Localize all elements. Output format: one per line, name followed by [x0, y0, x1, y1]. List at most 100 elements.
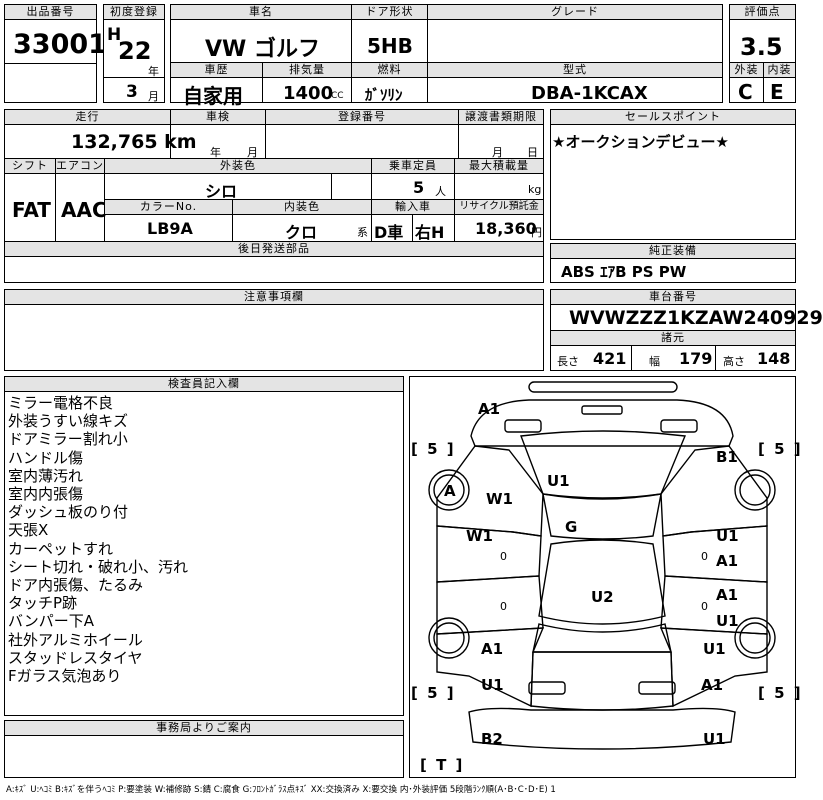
- sales-point-text: ★オークションデビュー★: [552, 133, 729, 151]
- mark-rear-bumper-right: U1: [703, 730, 726, 748]
- import-type-value: D車: [374, 223, 404, 242]
- notes-label: 注意事項欄: [5, 290, 543, 305]
- recycle-unit: 円: [531, 226, 542, 239]
- mark-right-rear-fender: U1: [703, 640, 726, 658]
- mark-roof: U2: [591, 588, 614, 606]
- door-value: 5HB: [367, 34, 413, 58]
- height-label: 高さ: [723, 355, 745, 368]
- inspector-line: ドアミラー割れ小: [8, 430, 128, 449]
- color-no-value: LB9A: [147, 219, 193, 238]
- sales-point-box: セールスポイント ★オークションデビュー★: [550, 109, 796, 240]
- era-value: H: [107, 25, 122, 45]
- int-color-unit: 系: [357, 226, 368, 239]
- import-label: 輸入車: [371, 200, 454, 215]
- mileage-label: 走行: [5, 110, 170, 125]
- legend-text: A:ｷｽﾞ U:ﾍｺﾐ B:ｷｽﾞを伴うﾍｺﾐ P:要塗装 W:補修跡 S:錆 …: [6, 785, 556, 795]
- mark-right-rear-door-a: A1: [716, 586, 739, 604]
- mark-roof-glass: G: [565, 518, 578, 536]
- recycle-label: リサイクル預託金: [454, 200, 543, 215]
- inspector-line: 外装うすい線キズ: [8, 412, 129, 431]
- mark-windshield-left: W1: [486, 490, 513, 508]
- grade-label: グレード: [427, 5, 722, 20]
- steering-value: 右H: [415, 223, 445, 242]
- inspector-line: Fガラス気泡あり: [8, 667, 122, 686]
- mileage-value: 132,765 km: [71, 131, 197, 153]
- door-zero-right-rear: 0: [701, 600, 708, 613]
- history-value: 自家用: [183, 84, 243, 108]
- inspector-line: シート切れ・破れ小、汚れ: [8, 557, 189, 576]
- notes-box: 注意事項欄: [4, 289, 544, 371]
- inspector-line: ドア内張傷、たるみ: [8, 576, 144, 595]
- aircon-label: エアコン: [55, 159, 104, 174]
- year-value: 22: [118, 37, 152, 65]
- reg-number-label: 登録番号: [265, 110, 458, 125]
- inspector-line: 天張X: [8, 521, 49, 540]
- inspector-box: 検査員記入欄: [4, 376, 404, 716]
- vin-label: 車台番号: [551, 290, 795, 305]
- ext-color-value: シロ: [205, 182, 238, 201]
- office-label: 事務局よりご案内: [5, 721, 403, 736]
- shift-value: FAT: [12, 198, 51, 222]
- int-color-value: クロ: [285, 223, 318, 242]
- shift-label: シフト: [5, 159, 55, 174]
- lot-number-label: 出品番号: [5, 5, 96, 20]
- equipment-box: 純正装備 ABS ｴｱB PS PW: [550, 243, 796, 283]
- later-parts-label: 後日発送部品: [5, 242, 543, 257]
- door-zero-right-front: 0: [701, 550, 708, 563]
- inspector-line: 社外アルミホイール: [8, 630, 143, 649]
- month-unit: 月: [148, 90, 159, 103]
- width-value: 179: [679, 349, 713, 368]
- sales-point-label: セールスポイント: [551, 110, 795, 125]
- mark-right-front-door-u: U1: [716, 527, 739, 545]
- first-registration-box: 初度登録 H 22 年 3 月: [103, 4, 165, 103]
- inspector-lines: ミラー電格不良 外装うすい線キズ ドアミラー割れ小 ハンドル傷 室内薄汚れ 室内…: [8, 394, 188, 685]
- model-label: 型式: [427, 63, 722, 78]
- exterior-label: 外装: [730, 63, 763, 78]
- width-label: 幅: [649, 355, 660, 368]
- capacity-label: 乗車定員: [371, 159, 454, 174]
- mark-front-right-fender: B1: [716, 448, 738, 466]
- length-label: 長さ: [557, 355, 579, 368]
- car-name-label: 車名: [171, 5, 351, 20]
- equipment-text: ABS ｴｱB PS PW: [561, 263, 687, 281]
- load-label: 最大積載量: [454, 159, 543, 174]
- door-label: ドア形状: [351, 5, 427, 20]
- door-zero-left-rear: 0: [500, 600, 507, 613]
- inspector-line: タッチP跡: [8, 594, 78, 613]
- score-box: 評価点 3.5 外装 内装 C E: [729, 4, 796, 104]
- score-value: 3.5: [740, 33, 783, 61]
- mark-left-rear-a: A1: [481, 640, 504, 658]
- displacement-label: 排気量: [262, 63, 351, 78]
- inspector-line: ダッシュ板のり付: [8, 503, 129, 522]
- spare-tire-mark: [ T ]: [420, 756, 465, 774]
- score-label: 評価点: [730, 5, 795, 20]
- vin-value: WVWZZZ1KZAW240929: [569, 307, 823, 329]
- height-value: 148: [757, 349, 791, 368]
- inspection-year-unit: 年: [210, 146, 221, 159]
- equipment-label: 純正装備: [551, 244, 795, 259]
- recycle-value: 18,360: [475, 219, 537, 238]
- mark-tire-front-left: A: [444, 482, 456, 500]
- door-zero-left-front: 0: [500, 550, 507, 563]
- ext-color-label: 外装色: [104, 159, 371, 174]
- int-color-label: 内装色: [232, 200, 371, 215]
- interior-value: E: [770, 80, 784, 104]
- tread-rear-left: [ 5 ]: [411, 684, 456, 702]
- first-registration-label: 初度登録: [104, 5, 164, 20]
- mark-left-front-door: W1: [466, 527, 493, 545]
- aircon-value: AAC: [61, 198, 107, 222]
- inspector-line: ハンドル傷: [8, 448, 84, 467]
- tread-rear-right: [ 5 ]: [758, 684, 803, 702]
- inspector-line: カーペットすれ: [8, 539, 114, 558]
- tread-front-right: [ 5 ]: [758, 440, 803, 458]
- car-name-value: VW ゴルフ: [205, 37, 320, 62]
- inspection-month-unit: 月: [247, 146, 258, 159]
- inspector-line: バンパー下A: [8, 612, 95, 631]
- mark-right-front-door-a: A1: [716, 552, 739, 570]
- lot-number-box: 出品番号 33001: [4, 4, 107, 103]
- load-unit: kg: [528, 183, 542, 196]
- fuel-value: ｶﾞｿﾘﾝ: [365, 86, 403, 104]
- lot-number-value: 33001: [13, 29, 107, 60]
- inspector-line: 室内薄汚れ: [8, 466, 84, 485]
- mark-left-rear-u: U1: [481, 676, 504, 694]
